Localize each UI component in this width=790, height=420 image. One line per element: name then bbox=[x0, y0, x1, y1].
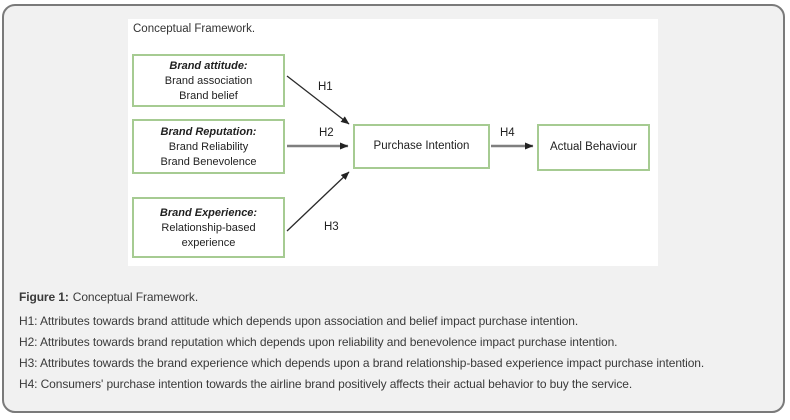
arrow-label-h2: H2 bbox=[319, 127, 334, 139]
box-brand-attitude-line1: Brand association bbox=[164, 75, 253, 87]
hypothesis-h4: H4: Consumers' purchase intention toward… bbox=[19, 377, 633, 391]
box-brand-reputation-heading: Brand Reputation: bbox=[160, 126, 257, 138]
arrow-label-h1: H1 bbox=[318, 81, 333, 93]
box-brand-attitude-heading: Brand attitude: bbox=[169, 60, 248, 72]
arrow-label-h4: H4 bbox=[500, 127, 515, 139]
figure-caption: Figure 1:Conceptual Framework. bbox=[19, 290, 198, 304]
box-brand-reputation-line2: Brand Benevolence bbox=[160, 156, 257, 168]
box-actual-behaviour: Actual Behaviour bbox=[537, 124, 650, 171]
hypothesis-h1: H1: Attributes towards brand attitude wh… bbox=[19, 314, 579, 328]
box-purchase-intention: Purchase Intention bbox=[353, 124, 490, 169]
arrow-label-h3: H3 bbox=[324, 221, 339, 233]
box-brand-attitude: Brand attitude: Brand association Brand … bbox=[132, 54, 285, 107]
box-brand-experience-heading: Brand Experience: bbox=[159, 207, 258, 219]
box-brand-experience-line1: Relationship-based bbox=[161, 222, 256, 234]
box-brand-experience: Brand Experience: Relationship-based exp… bbox=[132, 197, 285, 258]
box-purchase-intention-label: Purchase Intention bbox=[373, 140, 470, 152]
box-brand-reputation: Brand Reputation: Brand Reliability Bran… bbox=[132, 119, 285, 174]
box-brand-reputation-line1: Brand Reliability bbox=[168, 141, 249, 153]
hypothesis-h2: H2: Attributes towards brand reputation … bbox=[19, 335, 618, 349]
box-brand-attitude-line2: Brand belief bbox=[179, 90, 238, 102]
box-actual-behaviour-label: Actual Behaviour bbox=[550, 141, 637, 153]
figure-caption-label: Figure 1: bbox=[19, 290, 69, 304]
box-brand-experience-line2: experience bbox=[181, 237, 236, 249]
hypothesis-h3: H3: Attributes towards the brand experie… bbox=[19, 356, 705, 370]
figure-caption-text: Conceptual Framework. bbox=[72, 290, 199, 304]
diagram-title: Conceptual Framework. bbox=[133, 23, 256, 35]
